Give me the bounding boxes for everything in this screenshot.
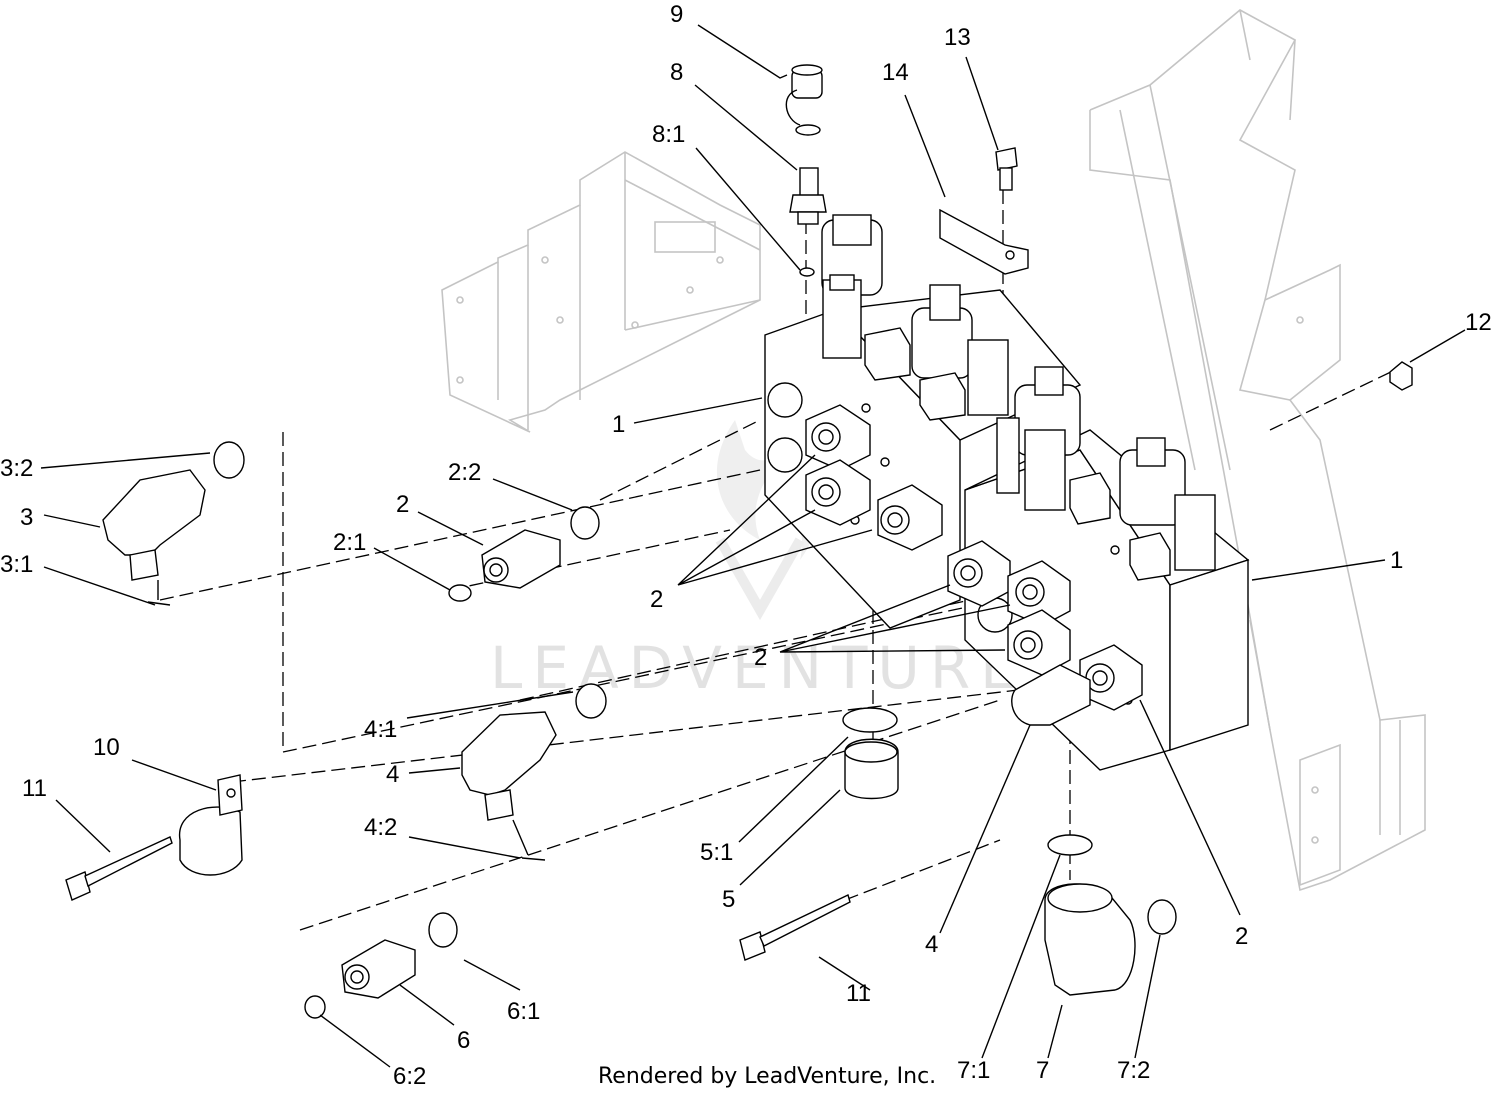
callout-3-1: 3:1 [0,551,33,578]
callout-6-2: 6:2 [393,1063,426,1090]
callout-4: 4 [386,761,399,788]
item-5-plug [842,707,899,800]
callout-6: 6 [457,1027,470,1054]
item-6-straight-fitting [304,912,458,1019]
callout-1-right: 1 [1390,547,1403,574]
callout-7: 7 [1036,1057,1049,1084]
callout-2-2: 2:2 [448,459,481,486]
callout-2-1: 2:1 [333,529,366,556]
callout-7-1: 7:1 [957,1057,990,1084]
item-4-elbow-fitting [461,683,607,861]
callout-11-right: 11 [846,980,871,1007]
item-11-bolt-left [65,836,173,901]
leader-lines [40,24,1466,1068]
render-credit: Rendered by LeadVenture, Inc. [598,1064,936,1089]
callout-5: 5 [722,886,735,913]
manifold-port-fittings [805,404,1143,726]
frame-right-ghost [1089,9,1426,892]
item-8-1-o-ring [799,267,815,277]
item-14-bracket [939,208,1029,275]
callout-4-right: 4 [925,931,938,958]
item-7-elbow-fitting [1044,834,1177,996]
callout-3-2: 3:2 [0,455,33,482]
callout-6-1: 6:1 [507,998,540,1025]
callout-10: 10 [93,734,120,761]
callout-14: 14 [882,59,909,86]
callout-11-left: 11 [22,775,47,802]
callout-9: 9 [670,1,683,28]
callout-2-fitting: 2 [396,491,409,518]
callout-2-lower: 2 [1235,923,1248,950]
item-13-bolt [995,147,1018,191]
callout-7-2: 7:2 [1117,1057,1150,1084]
callout-8: 8 [670,59,683,86]
v-logo-icon [715,537,805,621]
callout-4-2: 4:2 [364,814,397,841]
item-8-test-port [789,124,827,225]
callout-1-left: 1 [612,411,625,438]
item-10-clamp [179,774,243,876]
item-2-straight-fitting [448,506,600,602]
item-9-dust-cap [785,64,823,126]
callout-4-1: 4:1 [364,716,397,743]
item-11-bolt-right [739,894,851,961]
frame-left-ghost [441,151,761,433]
watermark-text: LEADVENTURE [490,634,1027,702]
cartridge-valves [821,214,1216,581]
callout-12: 12 [1465,309,1492,336]
item-3-elbow-fitting [102,441,245,606]
callout-2-mid: 2 [754,644,767,671]
callout-8-1: 8:1 [652,121,685,148]
callout-5-1: 5:1 [700,839,733,866]
item-12-plug [1389,361,1413,391]
callout-3: 3 [20,504,33,531]
callout-13: 13 [944,24,971,51]
callout-2-upper: 2 [650,586,663,613]
